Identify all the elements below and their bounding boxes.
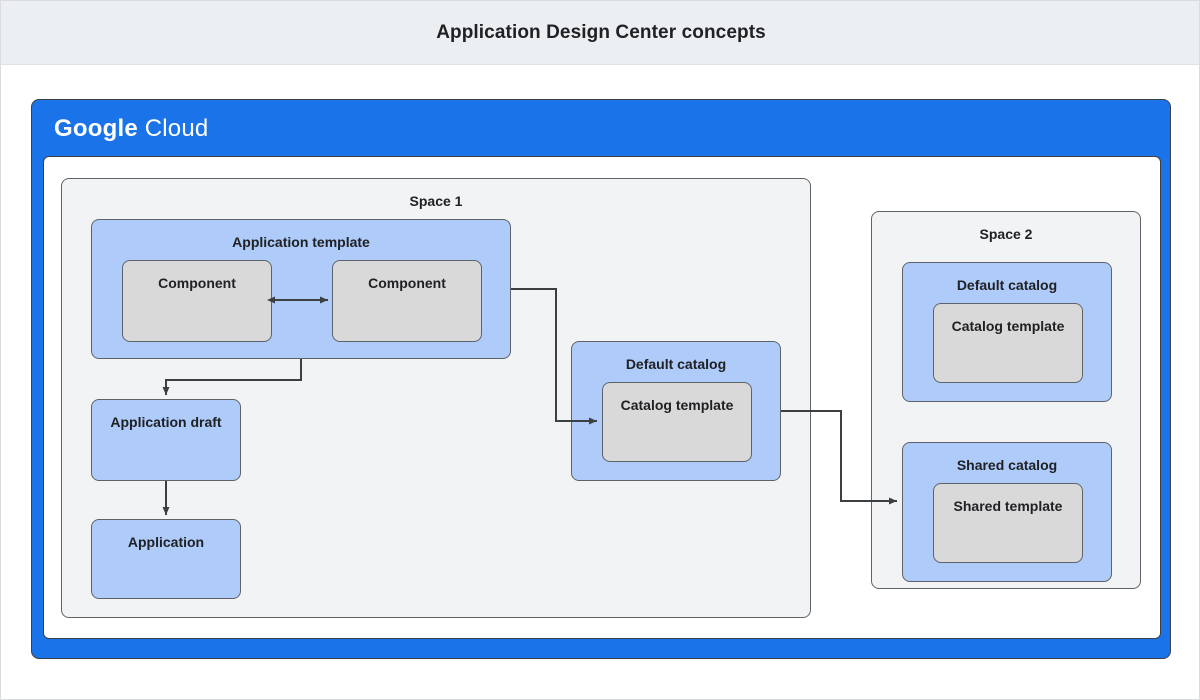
default-catalog-space2-box: Default catalog Catalog template: [902, 262, 1112, 402]
shared-template-box: Shared template: [933, 483, 1083, 563]
catalog-template-space1-label: Catalog template: [620, 397, 734, 413]
default-catalog-space1-label: Default catalog: [625, 356, 727, 372]
default-catalog-space1-box: Default catalog Catalog template: [571, 341, 781, 481]
catalog-template-space2-label: Catalog template: [951, 318, 1065, 334]
component-left-label: Component: [158, 275, 236, 291]
logo-cloud-text: Cloud: [137, 115, 209, 142]
component-right-box: Component: [332, 260, 482, 342]
application-label: Application: [127, 534, 205, 550]
component-right-label: Component: [368, 275, 446, 291]
space-1-label: Space 1: [409, 193, 463, 209]
title-bar: Application Design Center concepts: [1, 1, 1199, 65]
google-cloud-logo: Google Cloud: [54, 115, 208, 143]
application-template-box: Application template Component Component: [91, 219, 511, 359]
shared-catalog-box: Shared catalog Shared template: [902, 442, 1112, 582]
default-catalog-space2-label: Default catalog: [956, 277, 1058, 293]
shared-template-label: Shared template: [953, 498, 1063, 514]
application-draft-label: Application draft: [110, 414, 222, 430]
space-2-label: Space 2: [979, 226, 1033, 242]
shared-catalog-label: Shared catalog: [956, 457, 1058, 473]
application-template-label: Application template: [232, 234, 370, 250]
application-box: Application: [91, 519, 241, 599]
page-title: Application Design Center concepts: [436, 21, 766, 43]
application-draft-box: Application draft: [91, 399, 241, 481]
component-left-box: Component: [122, 260, 272, 342]
catalog-template-space2-box: Catalog template: [933, 303, 1083, 383]
logo-google-text: Google: [54, 115, 138, 142]
catalog-template-space1-box: Catalog template: [602, 382, 752, 462]
space-2-container: Space 2 Default catalog Catalog template…: [871, 211, 1141, 589]
